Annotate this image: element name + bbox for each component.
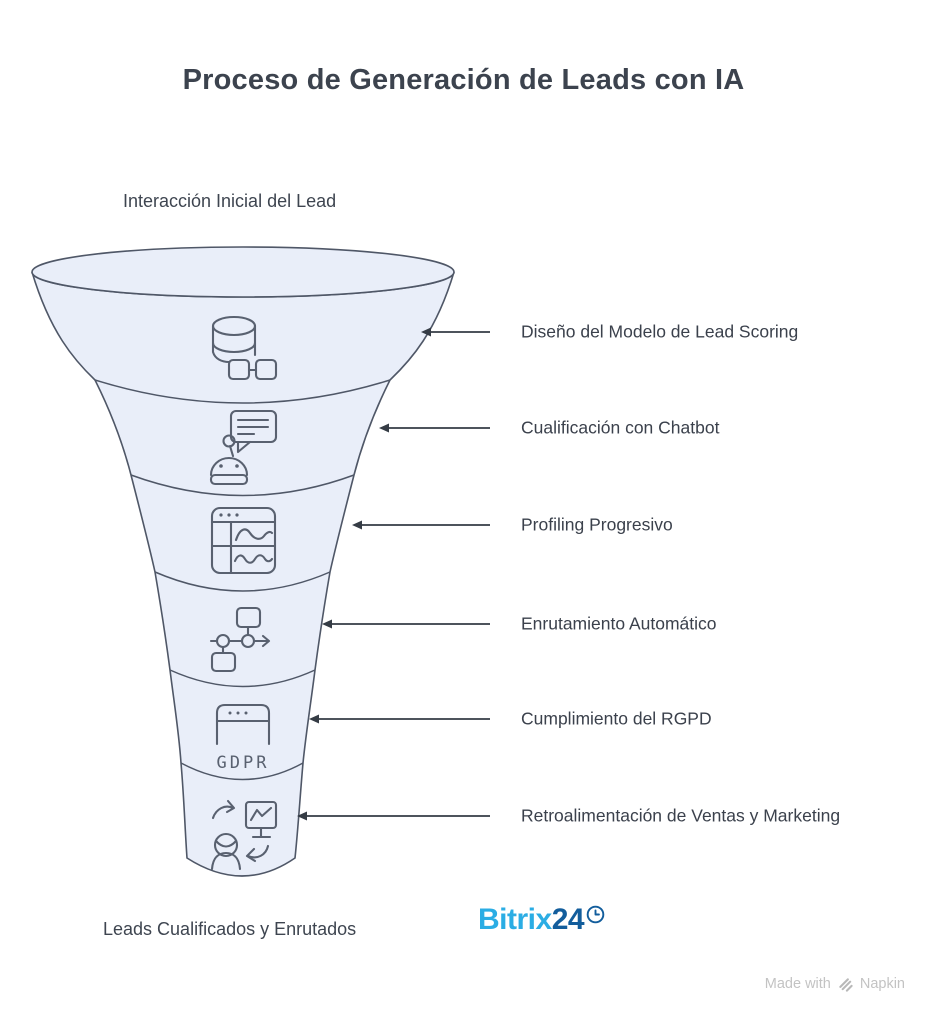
stage-label-rgpd: Cumplimiento del RGPD <box>521 708 712 729</box>
stage-label-routing: Enrutamiento Automático <box>521 613 717 634</box>
funnel-rim <box>31 246 455 298</box>
stage-separator-2 <box>130 474 355 497</box>
gdpr-window-icon: GDPR <box>215 703 271 773</box>
profile-window-icon <box>210 506 277 575</box>
stage-separator-4 <box>169 669 316 688</box>
stage-label-profiling: Profiling Progresivo <box>521 514 673 535</box>
database-nodes-icon <box>211 315 278 381</box>
arrow-head-6 <box>297 811 307 821</box>
stage-separator-1 <box>94 379 391 404</box>
clock-icon <box>586 905 605 924</box>
made-with-napkin: Made with Napkin <box>765 976 905 992</box>
stage-separator-3 <box>154 571 331 592</box>
flowchart-icon <box>209 606 271 673</box>
napkin-brand-text: Napkin <box>859 976 905 992</box>
stage-separator-5 <box>180 762 304 781</box>
napkin-icon <box>839 977 853 992</box>
chatbot-icon <box>209 409 278 486</box>
arrow-head-5 <box>309 714 319 724</box>
page-title: Proceso de Generación de Leads con IA <box>182 64 745 96</box>
made-with-text: Made with <box>764 976 831 992</box>
stage-label-chatbot: Cualificación con Chatbot <box>521 417 720 438</box>
arrow-head-2 <box>379 423 389 433</box>
arrow-head-1 <box>421 327 431 337</box>
arrow-head-3 <box>352 520 362 530</box>
funnel-body <box>31 246 455 877</box>
stage-label-feedback: Retroalimentación de Ventas y Marketing <box>521 805 841 826</box>
stage-arrows <box>297 327 490 821</box>
bitrix24-logo-bitrix: Bitrix <box>478 903 552 936</box>
bitrix24-logo-24: 24 <box>551 903 585 936</box>
funnel-top-label: Interacción Inicial del Lead <box>123 191 337 211</box>
funnel-bottom-label: Leads Cualificados y Enrutados <box>103 919 357 939</box>
feedback-icon <box>210 799 278 871</box>
arrow-head-4 <box>322 619 332 629</box>
stage-label-lead-scoring: Diseño del Modelo de Lead Scoring <box>521 321 799 342</box>
gdpr-icon-text: GDPR <box>217 753 270 773</box>
